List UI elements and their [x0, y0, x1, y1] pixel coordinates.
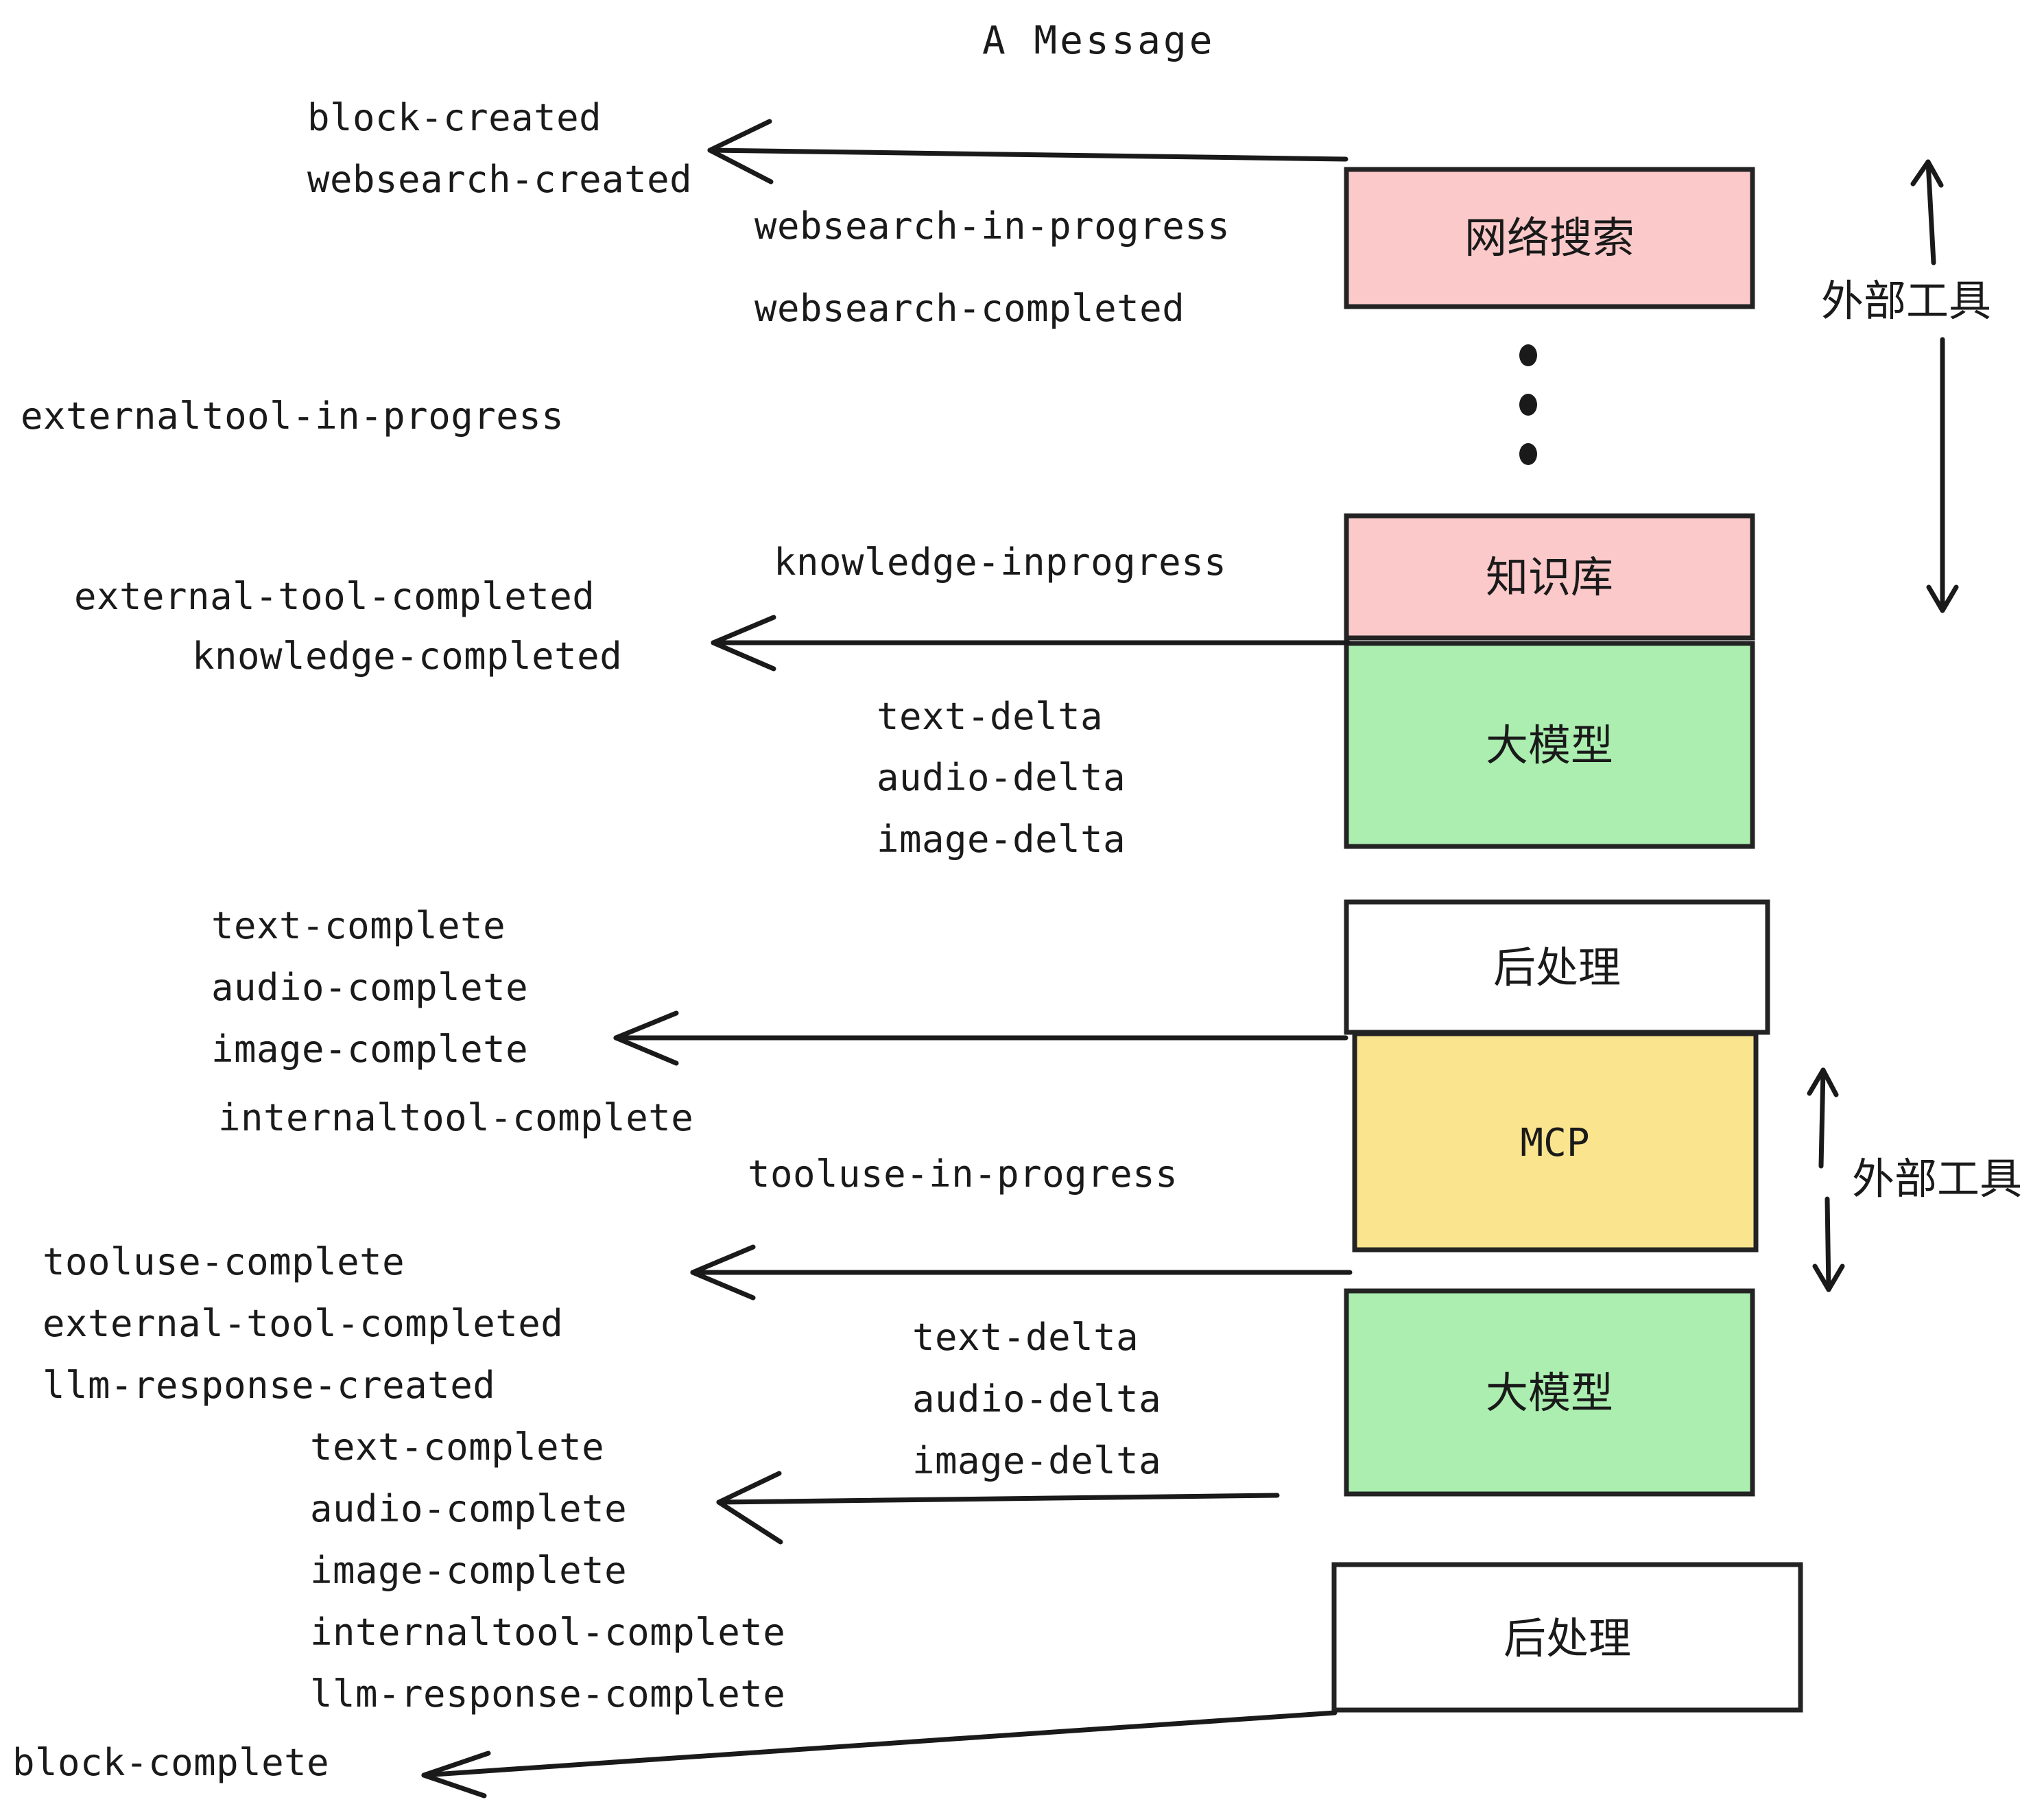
- range-label-external-tools-bottom: 外部工具: [1852, 1154, 2022, 1204]
- event-text-complete-1: text-complete: [211, 904, 506, 947]
- flow-arrow-image-complete: [613, 1010, 1348, 1066]
- event-text-delta-2: text-delta: [912, 1316, 1139, 1359]
- event-image-delta-1: image-delta: [877, 818, 1126, 861]
- node-postprocess-2[interactable]: 后处理: [1331, 1562, 1803, 1713]
- node-mcp-label: MCP: [1520, 1121, 1589, 1165]
- node-postprocess-2-label: 后处理: [1504, 1613, 1631, 1663]
- event-websearch-created: websearch-created: [307, 158, 692, 201]
- flow-arrow-knowledge-completed: [711, 615, 1351, 672]
- node-postprocess-1-rect[interactable]: [1344, 899, 1770, 1035]
- node-postprocess-1-label: 后处理: [1493, 942, 1621, 993]
- event-text-delta-1: text-delta: [877, 695, 1103, 738]
- event-audio-complete-2: audio-complete: [310, 1487, 627, 1530]
- event-image-complete-2: image-complete: [310, 1549, 627, 1592]
- event-tooluse-complete: tooluse-complete: [43, 1240, 405, 1283]
- event-audio-complete-1: audio-complete: [211, 966, 528, 1009]
- node-websearch-rect[interactable]: [1344, 167, 1755, 309]
- event-websearch-completed: websearch-completed: [754, 287, 1185, 330]
- node-llm-1-label: 大模型: [1486, 720, 1613, 770]
- event-external-tool-completed-2: external-tool-completed: [43, 1302, 563, 1345]
- node-llm-1[interactable]: 大模型: [1344, 641, 1755, 849]
- event-text-complete-2: text-complete: [310, 1425, 604, 1469]
- event-block-complete: block-complete: [12, 1741, 329, 1784]
- ellipsis-dots-group: [1519, 344, 1537, 465]
- event-label-group: block-created websearch-created websearc…: [12, 96, 1230, 1784]
- event-llm-response-complete: llm-response-complete: [310, 1672, 785, 1716]
- event-knowledge-inprogress: knowledge-inprogress: [774, 541, 1226, 584]
- flow-arrow-websearch-created: [707, 119, 1348, 185]
- node-knowledge-rect[interactable]: [1344, 513, 1755, 641]
- event-image-delta-2: image-delta: [912, 1439, 1161, 1482]
- ellipsis-dot-1: [1519, 344, 1537, 366]
- ellipsis-dot-2: [1519, 394, 1537, 416]
- node-group: 网络搜索 知识库 大模型 后处理 MCP 大模型: [1331, 167, 1803, 1713]
- ellipsis-dot-3: [1519, 443, 1537, 465]
- node-llm-1-rect[interactable]: [1344, 641, 1755, 849]
- page-title: A Message: [982, 19, 1215, 63]
- node-knowledge-label: 知识库: [1486, 552, 1613, 602]
- node-postprocess-2-rect[interactable]: [1331, 1562, 1803, 1713]
- node-websearch[interactable]: 网络搜索: [1344, 167, 1755, 309]
- flow-arrow-audio-complete: [716, 1471, 1280, 1545]
- node-llm-2-rect[interactable]: [1344, 1288, 1755, 1497]
- node-mcp-rect[interactable]: [1352, 1031, 1759, 1253]
- range-bracket-external-tools-top: [1910, 159, 1959, 613]
- event-internaltool-complete-2: internaltool-complete: [310, 1611, 785, 1654]
- node-llm-2[interactable]: 大模型: [1344, 1288, 1755, 1497]
- flow-arrow-group: [421, 119, 1353, 1799]
- flow-arrow-tooluse-complete: [690, 1244, 1353, 1301]
- event-audio-delta-1: audio-delta: [877, 756, 1126, 799]
- range-label-external-tools-top: 外部工具: [1821, 276, 1991, 326]
- event-llm-response-created: llm-response-created: [43, 1364, 495, 1407]
- node-knowledge[interactable]: 知识库: [1344, 513, 1755, 641]
- node-mcp[interactable]: MCP: [1352, 1031, 1759, 1253]
- event-knowledge-completed: knowledge-completed: [192, 634, 622, 678]
- node-websearch-label: 网络搜索: [1464, 213, 1635, 263]
- range-bracket-external-tools-bottom: [1807, 1067, 1845, 1292]
- event-externaltool-in-progress: externaltool-in-progress: [21, 394, 564, 438]
- node-postprocess-1[interactable]: 后处理: [1344, 899, 1770, 1035]
- event-external-tool-completed-1: external-tool-completed: [74, 575, 595, 618]
- event-image-complete-1: image-complete: [211, 1028, 528, 1071]
- event-tooluse-in-progress: tooluse-in-progress: [748, 1152, 1178, 1196]
- flow-arrow-block-complete: [421, 1710, 1338, 1799]
- node-llm-2-label: 大模型: [1486, 1368, 1613, 1418]
- event-internaltool-complete-1: internaltool-complete: [218, 1096, 693, 1139]
- event-websearch-in-progress: websearch-in-progress: [754, 204, 1230, 248]
- event-block-created: block-created: [307, 96, 602, 139]
- event-audio-delta-2: audio-delta: [912, 1377, 1161, 1421]
- range-bracket-group: 外部工具 外部工具: [1807, 159, 2022, 1292]
